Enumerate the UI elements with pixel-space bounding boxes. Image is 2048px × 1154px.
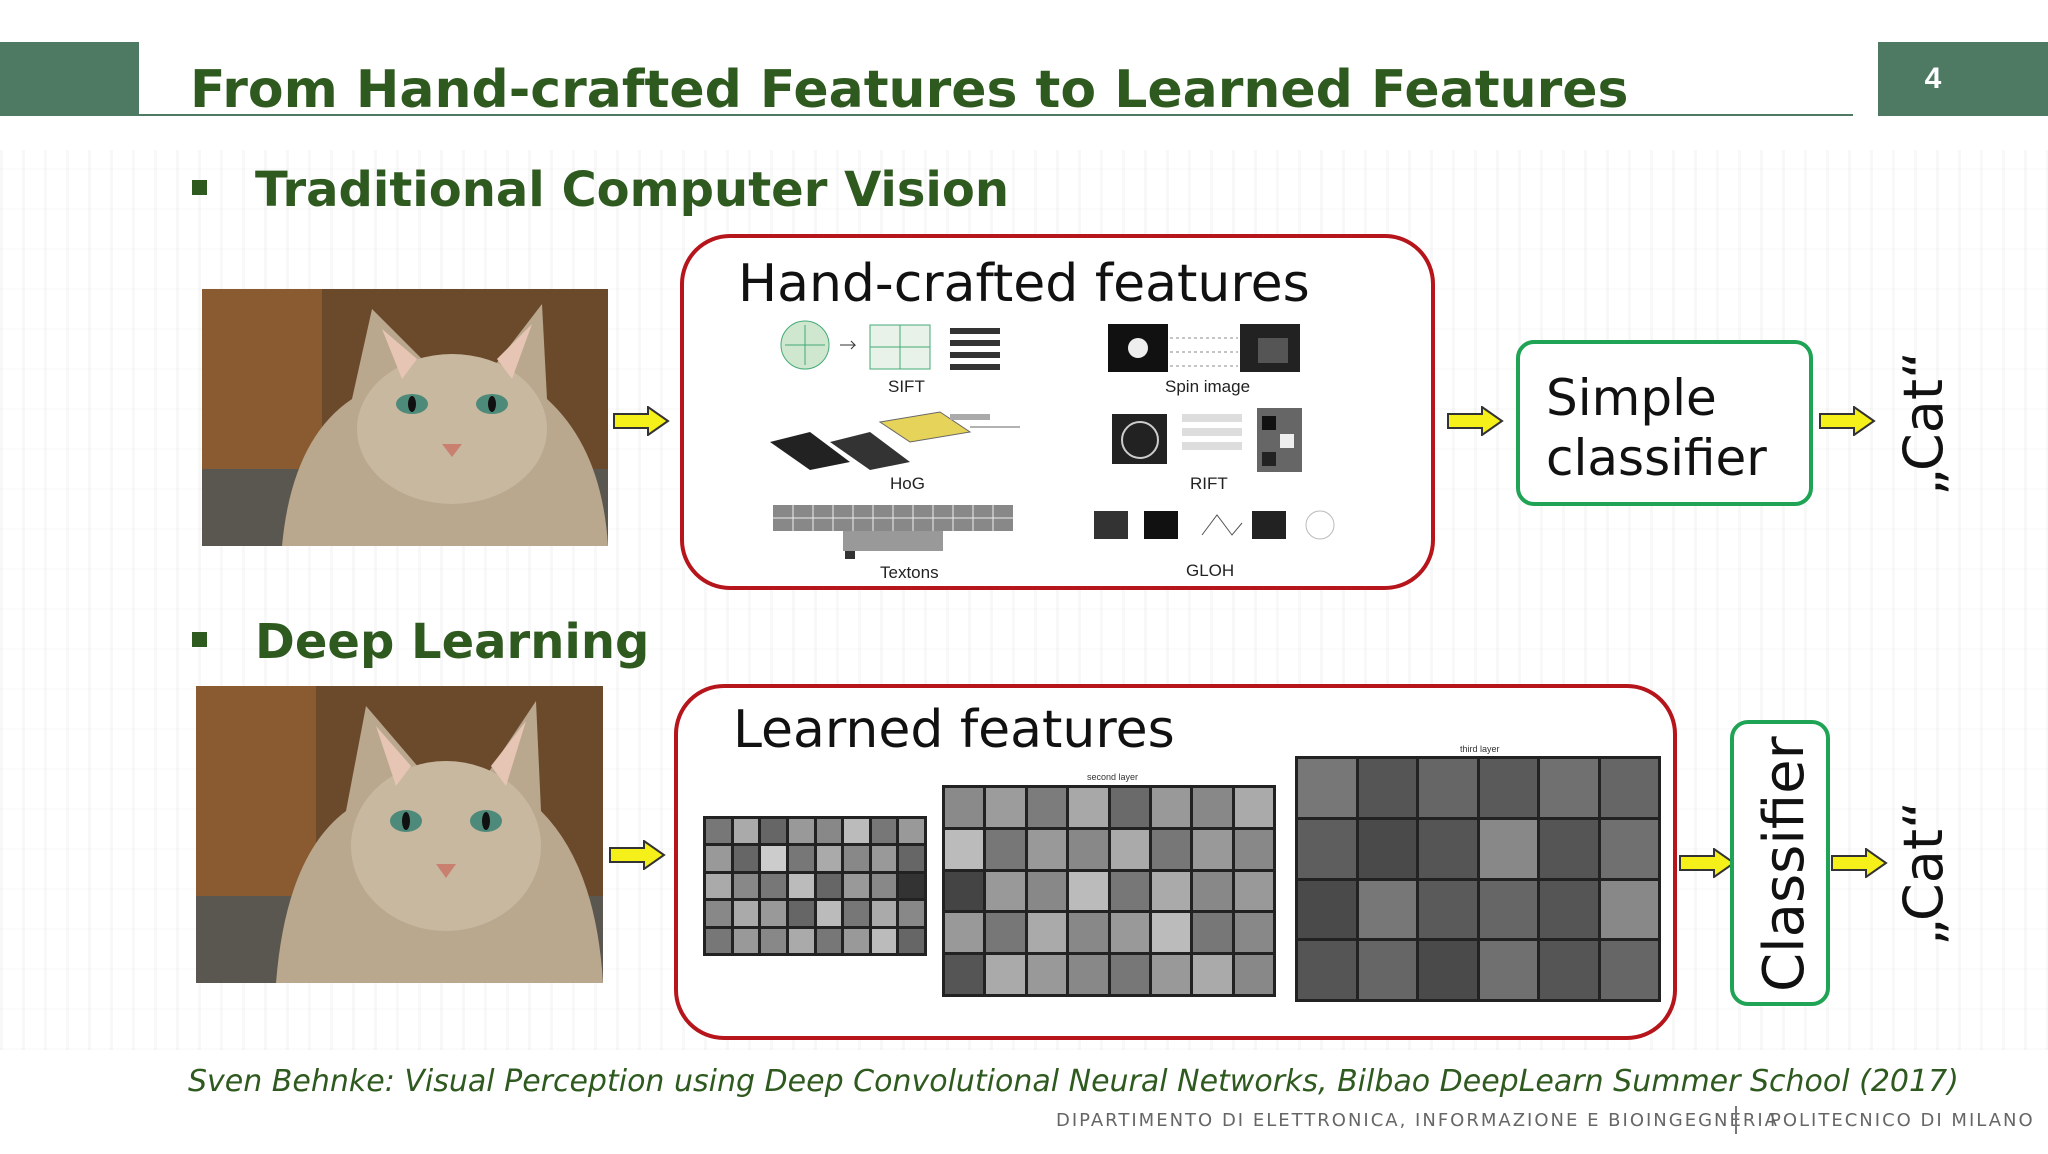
bullet-marker xyxy=(192,631,207,647)
second-layer-filters xyxy=(942,785,1276,997)
bullet-label: Traditional Computer Vision xyxy=(255,162,1010,218)
sift-illustration xyxy=(780,320,1000,370)
gloh-illustration xyxy=(1094,510,1335,540)
feature-label-gloh: GLOH xyxy=(1186,561,1235,580)
learned-features-title: Learned features xyxy=(733,700,1175,760)
output-label-cat-top: „Cat“ xyxy=(1892,351,1955,496)
feature-label-hog: HoG xyxy=(890,474,925,493)
rift-illustration xyxy=(1112,408,1302,472)
simple-classifier-line1: Simple xyxy=(1546,369,1717,427)
feature-label-spin-image: Spin image xyxy=(1165,377,1251,396)
header-bar-right xyxy=(1878,42,2048,116)
bullet-traditional-cv: Traditional Computer Vision xyxy=(192,162,1009,218)
second-layer-label: second layer xyxy=(1087,772,1139,782)
classifier-label: Classifier xyxy=(1752,736,1817,992)
arrow-right-icon xyxy=(1831,848,1888,878)
citation: Sven Behnke: Visual Perception using Dee… xyxy=(188,1064,1959,1099)
footer-separator xyxy=(1735,1106,1737,1134)
arrow-right-icon xyxy=(1447,406,1504,436)
bullet-marker xyxy=(192,179,207,195)
handcrafted-features-title: Hand-crafted features xyxy=(738,254,1310,314)
first-layer-filters xyxy=(703,816,927,956)
slide-title: From Hand-crafted Features to Learned Fe… xyxy=(190,60,1629,120)
footer-department: DIPARTIMENTO DI ELETTRONICA, INFORMAZION… xyxy=(1056,1110,1779,1131)
arrow-right-icon xyxy=(1679,848,1736,878)
header-bar-left xyxy=(0,42,139,116)
simple-classifier-box xyxy=(1516,340,1813,506)
feature-label-sift: SIFT xyxy=(888,377,925,396)
output-label-cat-bottom: „Cat“ xyxy=(1892,801,1955,946)
cat-image-bottom xyxy=(196,686,603,983)
feature-label-textons: Textons xyxy=(880,563,939,582)
simple-classifier-label: Simple classifier xyxy=(1546,368,1767,488)
page-number: 4 xyxy=(1924,62,1942,95)
bullet-deep-learning: Deep Learning xyxy=(192,614,649,670)
simple-classifier-line2: classifier xyxy=(1546,429,1767,487)
third-layer-filters xyxy=(1295,756,1661,1002)
hog-illustration xyxy=(770,411,1020,470)
footer-university: POLITECNICO DI MILANO xyxy=(1770,1110,2035,1131)
third-layer-label: third layer xyxy=(1460,744,1500,754)
classifier-box xyxy=(1730,720,1830,1006)
header-rule xyxy=(139,114,1853,116)
bullet-label: Deep Learning xyxy=(255,614,650,670)
arrow-right-icon xyxy=(613,406,670,436)
spin-image-illustration xyxy=(1108,324,1300,372)
arrow-right-icon xyxy=(1819,406,1876,436)
cat-image-top xyxy=(202,289,608,546)
textons-illustration xyxy=(773,505,1013,559)
feature-label-rift: RIFT xyxy=(1190,474,1228,493)
arrow-right-icon xyxy=(609,840,666,870)
